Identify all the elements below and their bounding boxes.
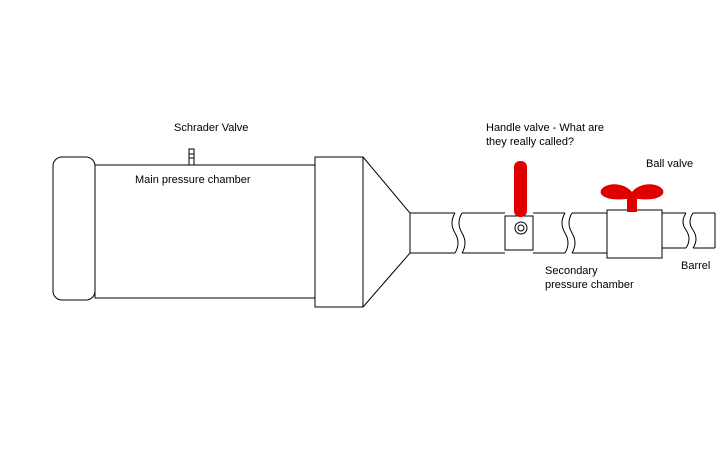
label-secondary-line1: Secondary bbox=[545, 265, 598, 277]
handle-valve-lever bbox=[514, 161, 527, 217]
pipe-break-mark bbox=[682, 212, 690, 249]
ball-valve-stem bbox=[627, 194, 637, 212]
ball-valve bbox=[600, 184, 664, 259]
pipe-break-mark bbox=[458, 212, 466, 254]
pipe-break-mark bbox=[451, 212, 459, 254]
ball-valve-body bbox=[606, 209, 663, 259]
pipe-segment-2 bbox=[533, 212, 607, 254]
reducer-cone bbox=[362, 156, 411, 308]
pipe-break-mark bbox=[568, 212, 576, 254]
label-barrel: Barrel bbox=[681, 260, 710, 272]
label-handle-valve-line1: Handle valve - What are bbox=[486, 122, 604, 134]
label-secondary-line2: pressure chamber bbox=[545, 279, 634, 291]
label-handle-valve-line2: they really called? bbox=[486, 136, 574, 148]
handle-valve-pivot-inner bbox=[517, 224, 525, 232]
label-schrader-valve: Schrader Valve bbox=[174, 122, 248, 134]
chamber-end-cap bbox=[52, 156, 96, 301]
label-ball-valve: Ball valve bbox=[646, 158, 693, 170]
pipe-break-mark bbox=[561, 212, 569, 254]
pipe-segment-1 bbox=[410, 212, 505, 254]
main-pressure-chamber bbox=[52, 156, 364, 308]
chamber-front-cap bbox=[314, 156, 364, 308]
chamber-body bbox=[94, 164, 316, 299]
barrel bbox=[662, 212, 716, 249]
ball-valve-butterfly-handle bbox=[600, 184, 664, 200]
schrader-valve-stem bbox=[188, 148, 195, 166]
handle-valve bbox=[504, 161, 534, 251]
label-main-pressure-chamber: Main pressure chamber bbox=[135, 174, 251, 186]
pipe-break-mark bbox=[689, 212, 697, 249]
